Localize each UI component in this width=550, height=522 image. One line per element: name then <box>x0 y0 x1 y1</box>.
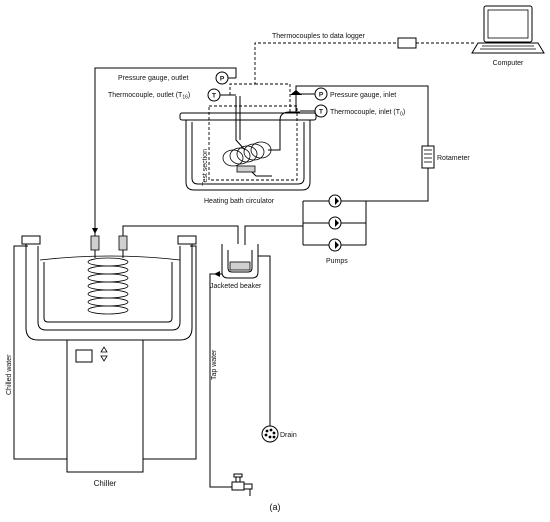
chiller-label: Chiller <box>94 479 117 488</box>
pressure-gauge-outlet-label: Pressure gauge, outlet <box>118 75 188 82</box>
computer-icon <box>471 5 545 54</box>
svg-text:P: P <box>319 92 324 99</box>
pumps-manifold <box>302 194 367 252</box>
pumps-label: Pumps <box>326 258 348 265</box>
helical-coil-test-section <box>222 96 300 177</box>
drain-label: Drain <box>280 432 297 439</box>
up-arrow-icon <box>100 346 108 353</box>
chiller-to-beaker-pipe <box>122 225 239 244</box>
outlet-thermo-wire <box>229 42 398 95</box>
thermocouple-inlet-label: Thermocouple, inlet (T0) <box>330 109 405 118</box>
heating-bath-circulator <box>179 105 317 191</box>
tap-water-label: Tap water <box>211 349 218 380</box>
jacketed-beaker-label: Jacketed beaker <box>210 283 262 290</box>
inlet-thermo-wire <box>255 83 291 112</box>
figure-caption: (a) <box>270 502 281 512</box>
chiller-unit <box>21 235 197 473</box>
test-section-boundary <box>208 105 298 181</box>
down-arrow-icon <box>100 355 108 362</box>
svg-text:T: T <box>212 93 216 100</box>
svg-text:P: P <box>220 76 225 83</box>
outlet-pipe <box>94 67 237 236</box>
drain-icon <box>261 425 279 443</box>
drain-pipe <box>258 255 271 426</box>
chilled-water-label: Chilled water <box>6 354 13 395</box>
chiller-display <box>75 349 93 363</box>
data-logger <box>397 37 417 49</box>
computer-label: Computer <box>493 60 524 67</box>
tap-faucet-icon <box>231 473 253 496</box>
test-section-label: Test section <box>202 149 209 186</box>
rotameter-icon <box>421 145 435 169</box>
chilled-water-loop <box>13 245 67 460</box>
pressure-gauge-inlet-label: Pressure gauge, inlet <box>330 92 396 99</box>
svg-text:T: T <box>319 109 323 116</box>
jacketed-beaker <box>221 244 259 279</box>
thermocouples-to-logger-label: Thermocouples to data logger <box>272 33 366 40</box>
rotameter-label: Rotameter <box>437 155 470 162</box>
heating-bath-label: Heating bath circulator <box>204 198 275 205</box>
thermocouple-outlet-label: Thermocouple, outlet (T16) <box>108 92 190 101</box>
